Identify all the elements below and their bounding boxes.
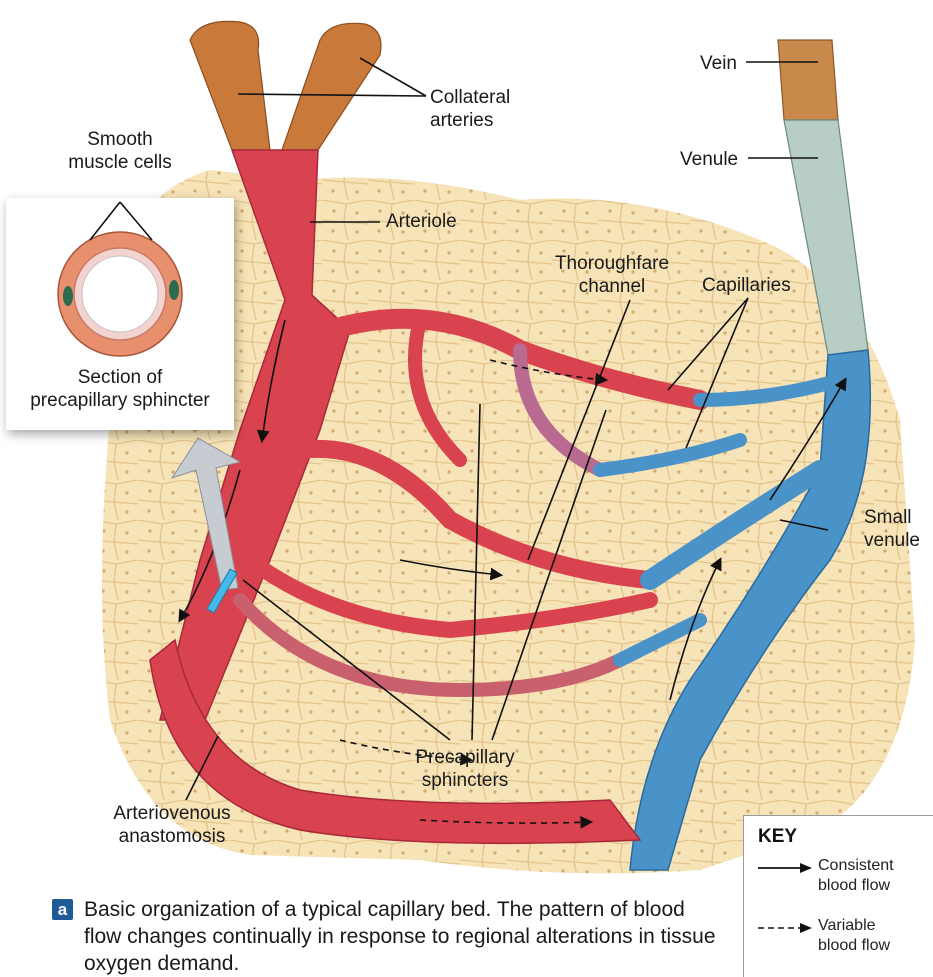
vein-label: Vein (700, 52, 737, 75)
collateral-artery-right (282, 23, 381, 150)
legend-key: KEY Consistent blood flow Variable blood… (743, 815, 933, 977)
collateral-artery-left (190, 21, 270, 150)
collateral-arteries-label: Collateral arteries (430, 86, 510, 132)
variable-flow-arrow (756, 922, 816, 934)
capillaries-label: Capillaries (702, 274, 791, 297)
venule-label: Venule (680, 148, 738, 171)
consistent-flow-arrow (756, 862, 816, 874)
section-sphincter-label: Section of precapillary sphincter (10, 366, 230, 412)
key-consistent-label: Consistent blood flow (818, 856, 894, 896)
thoroughfare-channel-label: Thoroughfare channel (536, 252, 688, 298)
key-variable-label: Variable blood flow (818, 916, 890, 956)
figure-caption: Basic organization of a typical capillar… (84, 896, 724, 977)
precapillary-sphincters-label: Precapillary sphincters (392, 746, 538, 792)
smooth-muscle-cells-label: Smooth muscle cells (48, 128, 192, 174)
vein (778, 40, 838, 120)
arteriole-label: Arteriole (386, 210, 457, 233)
arteriovenous-anastomosis-label: Arteriovenous anastomosis (86, 802, 258, 848)
small-venule-label: Small venule (864, 506, 920, 552)
key-title: KEY (758, 826, 797, 848)
caption-badge: a (52, 899, 73, 920)
